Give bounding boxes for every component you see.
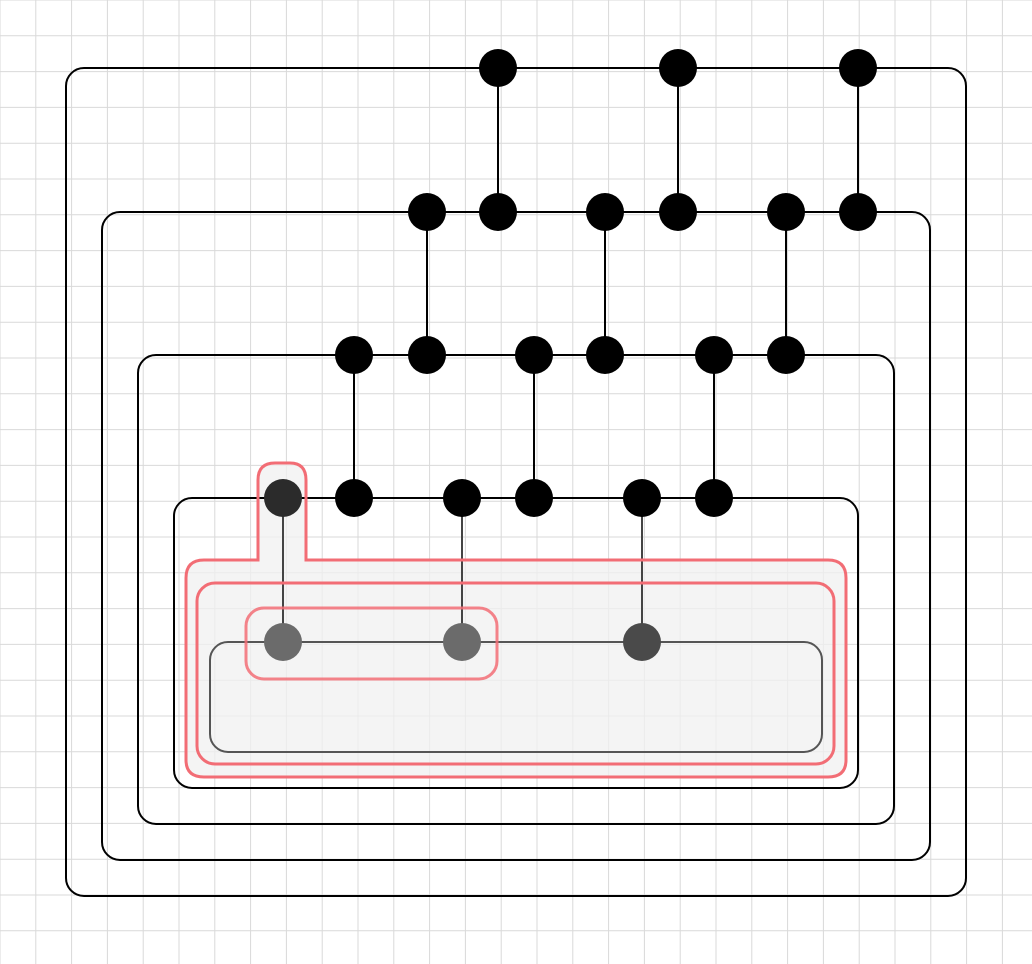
highlight-fill-outer	[186, 463, 846, 777]
highlight-outline-layer	[184, 461, 848, 779]
node-d3	[443, 479, 481, 517]
edge-layer	[282, 68, 859, 642]
node-c2	[408, 336, 446, 374]
node-e2	[443, 623, 481, 661]
node-d6	[695, 479, 733, 517]
node-c3	[515, 336, 553, 374]
node-d5	[623, 479, 661, 517]
node-d4	[515, 479, 553, 517]
node-b1	[408, 193, 446, 231]
node-b4	[659, 193, 697, 231]
node-e1	[264, 623, 302, 661]
node-layer	[264, 49, 877, 661]
node-b3	[586, 193, 624, 231]
node-c6	[767, 336, 805, 374]
highlight-fill-layer	[186, 463, 846, 777]
node-a2	[659, 49, 697, 87]
node-d1	[264, 479, 302, 517]
node-c1	[335, 336, 373, 374]
cycle-l5	[209, 641, 823, 753]
node-c4	[586, 336, 624, 374]
node-a1	[479, 49, 517, 87]
node-a3	[839, 49, 877, 87]
node-c5	[695, 336, 733, 374]
highlight-outline-outer	[184, 461, 848, 779]
node-b6	[839, 193, 877, 231]
node-b5	[767, 193, 805, 231]
node-d2	[335, 479, 373, 517]
highlight-outline-inner	[195, 581, 836, 766]
node-e3	[623, 623, 661, 661]
node-b2	[479, 193, 517, 231]
highlight-outline-pair	[244, 606, 499, 681]
